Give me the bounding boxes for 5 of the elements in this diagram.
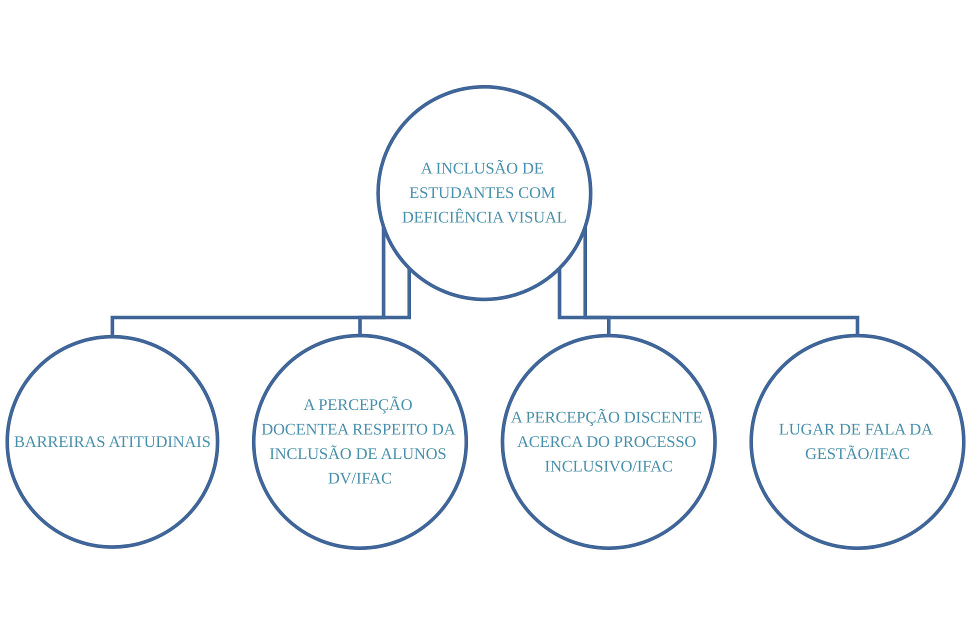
node-circle	[500, 334, 717, 550]
node-circle	[376, 85, 592, 302]
node-circle	[252, 334, 468, 550]
node-circle	[5, 334, 220, 549]
node-circle	[749, 334, 966, 550]
